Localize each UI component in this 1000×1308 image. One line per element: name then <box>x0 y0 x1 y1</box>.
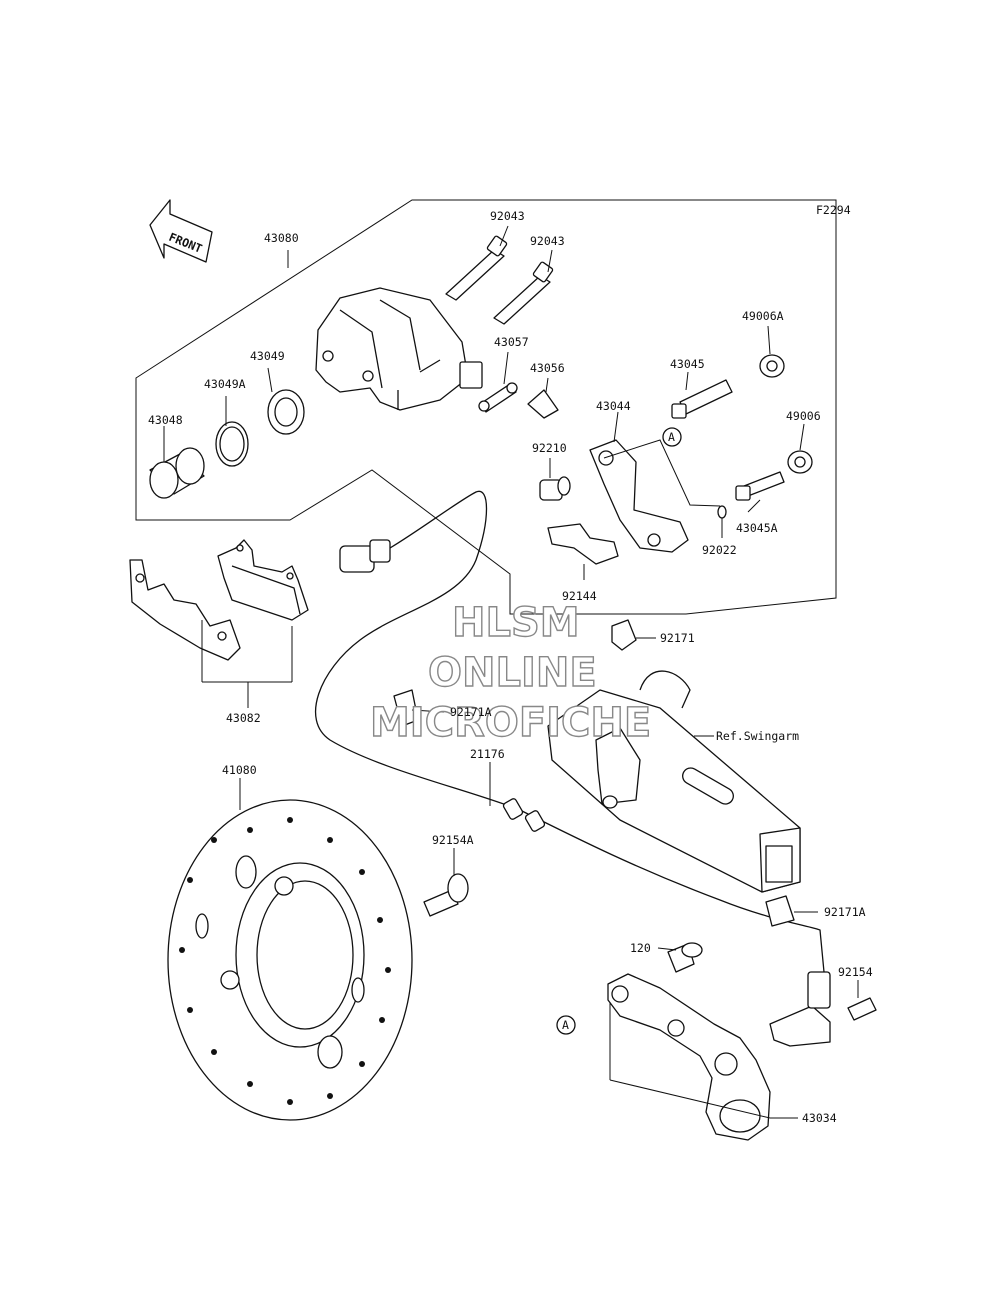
abs-sensor-cable <box>314 490 825 973</box>
label-43045: 43045 <box>670 357 705 371</box>
watermark: HLSM ONLINE MICROFICHE <box>369 599 652 746</box>
leader-lines <box>163 225 859 1119</box>
part-labels: 43080 92043 92043 49006A 43049 43057 430… <box>148 209 873 1125</box>
label-ref-swingarm: Ref.Swingarm <box>716 729 799 743</box>
label-43048: 43048 <box>148 413 183 427</box>
svg-text:A: A <box>668 430 675 444</box>
caliper-assembly-outline <box>135 199 837 615</box>
label-92022: 92022 <box>702 543 737 557</box>
piston-seals <box>149 389 305 499</box>
callout-a-bottom: A <box>556 1015 576 1035</box>
label-41080: 41080 <box>222 763 257 777</box>
label-43082: 43082 <box>226 711 261 725</box>
sensor-bracket <box>607 942 877 1141</box>
brake-disc <box>167 799 413 1121</box>
label-92043-a: 92043 <box>490 209 525 223</box>
label-43056: 43056 <box>530 361 565 375</box>
label-49006A: 49006A <box>742 309 784 323</box>
callout-a-top: A <box>662 427 682 447</box>
bracket-bolts <box>671 354 813 519</box>
label-43044: 43044 <box>596 399 631 413</box>
svg-text:A: A <box>562 1018 569 1032</box>
label-43045A: 43045A <box>736 521 778 535</box>
figure-code: F2294 <box>816 203 851 217</box>
label-43049: 43049 <box>250 349 285 363</box>
label-43080: 43080 <box>264 231 299 245</box>
label-43057: 43057 <box>494 335 529 349</box>
label-43034: 43034 <box>802 1111 837 1125</box>
disc-bolt <box>423 873 469 917</box>
svg-text:HLSM: HLSM <box>452 600 580 646</box>
swingarm <box>547 670 801 893</box>
caliper-bracket <box>589 439 721 553</box>
label-92171A-bottom: 92171A <box>824 905 866 919</box>
slide-pins <box>445 235 554 325</box>
caliper-body <box>315 287 483 411</box>
label-92171: 92171 <box>660 631 695 645</box>
front-arrow-icon: FRONT <box>149 199 213 263</box>
svg-text:ONLINE: ONLINE <box>428 650 597 696</box>
label-92171A-top: 92171A <box>450 705 492 719</box>
bleeder-parts <box>478 382 559 419</box>
svg-text:MICROFICHE: MICROFICHE <box>370 700 651 746</box>
label-92043-b: 92043 <box>530 234 565 248</box>
label-43049A: 43049A <box>204 377 246 391</box>
label-49006: 49006 <box>786 409 821 423</box>
label-92144: 92144 <box>562 589 597 603</box>
label-92210: 92210 <box>532 441 567 455</box>
label-92154A: 92154A <box>432 833 474 847</box>
label-92154: 92154 <box>838 965 873 979</box>
label-120: 120 <box>630 941 651 955</box>
label-21176: 21176 <box>470 747 505 761</box>
sleeve <box>539 476 571 501</box>
pad-spring <box>547 523 619 565</box>
brake-pads <box>129 539 309 661</box>
cable-clamps <box>393 619 795 927</box>
